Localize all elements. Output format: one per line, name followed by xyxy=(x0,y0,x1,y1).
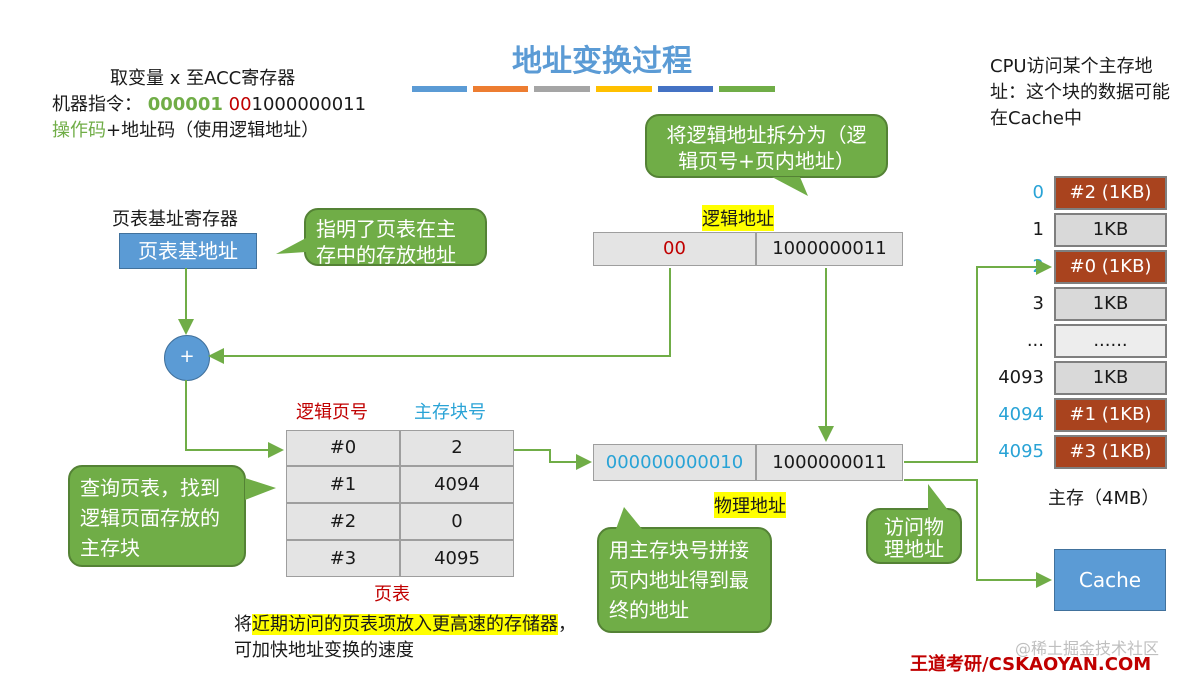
callout-tail xyxy=(772,177,808,196)
page-table-base-address: 页表基地址 xyxy=(119,233,257,269)
note-prefix: 将 xyxy=(234,614,252,635)
instruction-line1: 取变量 x 至ACC寄存器 xyxy=(110,68,296,89)
opcode: 000001 xyxy=(147,94,223,115)
memory-block: ...... xyxy=(1054,324,1167,358)
memory-block: 1KB xyxy=(1054,287,1167,321)
page-table-cell: 4095 xyxy=(400,540,514,577)
note-rest: ，可加快地址变换的速度 xyxy=(234,614,576,661)
opcode-label: 操作码 xyxy=(52,120,106,141)
note-highlight-1: 近期访问的页表项放入更高速的 xyxy=(252,614,504,635)
address-offset-bits: 1000000011 xyxy=(251,94,367,115)
arrow-page-to-adder xyxy=(208,268,671,364)
callout-access-physical: 访问物理地址 xyxy=(866,508,962,564)
memory-block-label: 0 xyxy=(1032,182,1044,203)
instruction-line3: 操作码+地址码（使用逻辑地址） xyxy=(52,116,319,142)
arrow-to-main-memory xyxy=(904,259,1052,463)
accent-bar-orange xyxy=(473,86,528,92)
page-table-header-logical: 逻辑页号 xyxy=(296,402,368,423)
physical-page-offset: 1000000011 xyxy=(756,444,903,481)
callout-tail xyxy=(276,238,306,254)
adder-circle: + xyxy=(164,335,210,381)
address-page-bits: 00 xyxy=(228,94,252,115)
memory-block: #2 (1KB) xyxy=(1054,176,1167,210)
logical-address-label: 逻辑地址 xyxy=(702,205,774,231)
callout-concatenate-address: 用主存块号拼接页内地址得到最终的地址 xyxy=(597,527,772,633)
accent-bar-blue xyxy=(412,86,467,92)
page-table-cell: #0 xyxy=(286,430,400,466)
physical-address-label: 物理地址 xyxy=(714,492,786,518)
page-table-cell: #2 xyxy=(286,503,400,540)
page-table-caption: 页表 xyxy=(374,584,410,605)
memory-block: 1KB xyxy=(1054,361,1167,395)
page-table-cell: 4094 xyxy=(400,466,514,503)
page-title: 地址变换过程 xyxy=(512,44,692,79)
arrow-adder-to-table xyxy=(185,380,284,458)
accent-bar-gray xyxy=(534,86,590,92)
page-table-cell: 0 xyxy=(400,503,514,540)
page-table-base-register-label: 页表基址寄存器 xyxy=(112,209,238,230)
arrow-to-cache xyxy=(904,479,1052,588)
speedup-note: 将近期访问的页表项放入更高速的存储器，可加快地址变换的速度 xyxy=(234,612,584,664)
physical-block-number: 000000000010 xyxy=(593,444,756,481)
memory-block-label: 4094 xyxy=(998,404,1044,425)
page-table-header-block: 主存块号 xyxy=(414,402,486,423)
memory-block: 1KB xyxy=(1054,213,1167,247)
memory-block-label: 3 xyxy=(1032,293,1044,314)
memory-block-label: 4093 xyxy=(998,367,1044,388)
accent-bar-darkblue xyxy=(658,86,713,92)
accent-bar-yellow xyxy=(596,86,652,92)
cpu-note: CPU访问某个主存地址：这个块的数据可能在Cache中 xyxy=(990,56,1170,129)
callout-tail xyxy=(245,478,276,500)
memory-block: #0 (1KB) xyxy=(1054,250,1167,284)
watermark: @稀土掘金技术社区 xyxy=(1015,639,1160,658)
page-table-cell: #1 xyxy=(286,466,400,503)
logical-page-number: 00 xyxy=(593,232,756,266)
callout-lookup-page-table: 查询页表，找到逻辑页面存放的主存块 xyxy=(68,465,246,567)
accent-bar-green xyxy=(719,86,775,92)
callout-split-address: 将逻辑地址拆分为（逻辑页号+页内地址） xyxy=(645,114,888,178)
note-highlight-2: 存储器 xyxy=(504,614,558,635)
callout-tail xyxy=(616,507,642,529)
page-table-cell: #3 xyxy=(286,540,400,577)
memory-block: #1 (1KB) xyxy=(1054,398,1167,432)
memory-block: #3 (1KB) xyxy=(1054,435,1167,469)
callout-page-table-location: 指明了页表在主存中的存放地址 xyxy=(304,208,487,267)
main-memory-caption: 主存（4MB） xyxy=(1048,488,1160,509)
arrow-table-to-physical xyxy=(514,449,592,470)
instruction-prefix: 机器指令： xyxy=(52,94,142,115)
cache-box: Cache xyxy=(1054,549,1166,611)
memory-block-label: 1 xyxy=(1032,219,1044,240)
page-table-cell: 2 xyxy=(400,430,514,466)
memory-block-label: ... xyxy=(1026,330,1044,351)
memory-block-label: 4095 xyxy=(998,441,1044,462)
address-code-label: +地址码（使用逻辑地址） xyxy=(106,120,320,141)
brand-footer: 王道考研/CSKAOYAN.COM xyxy=(910,654,1152,675)
instruction-line2: 机器指令： 000001 001000000011 xyxy=(52,90,366,116)
logical-page-offset: 1000000011 xyxy=(756,232,903,266)
callout-tail xyxy=(928,484,948,510)
